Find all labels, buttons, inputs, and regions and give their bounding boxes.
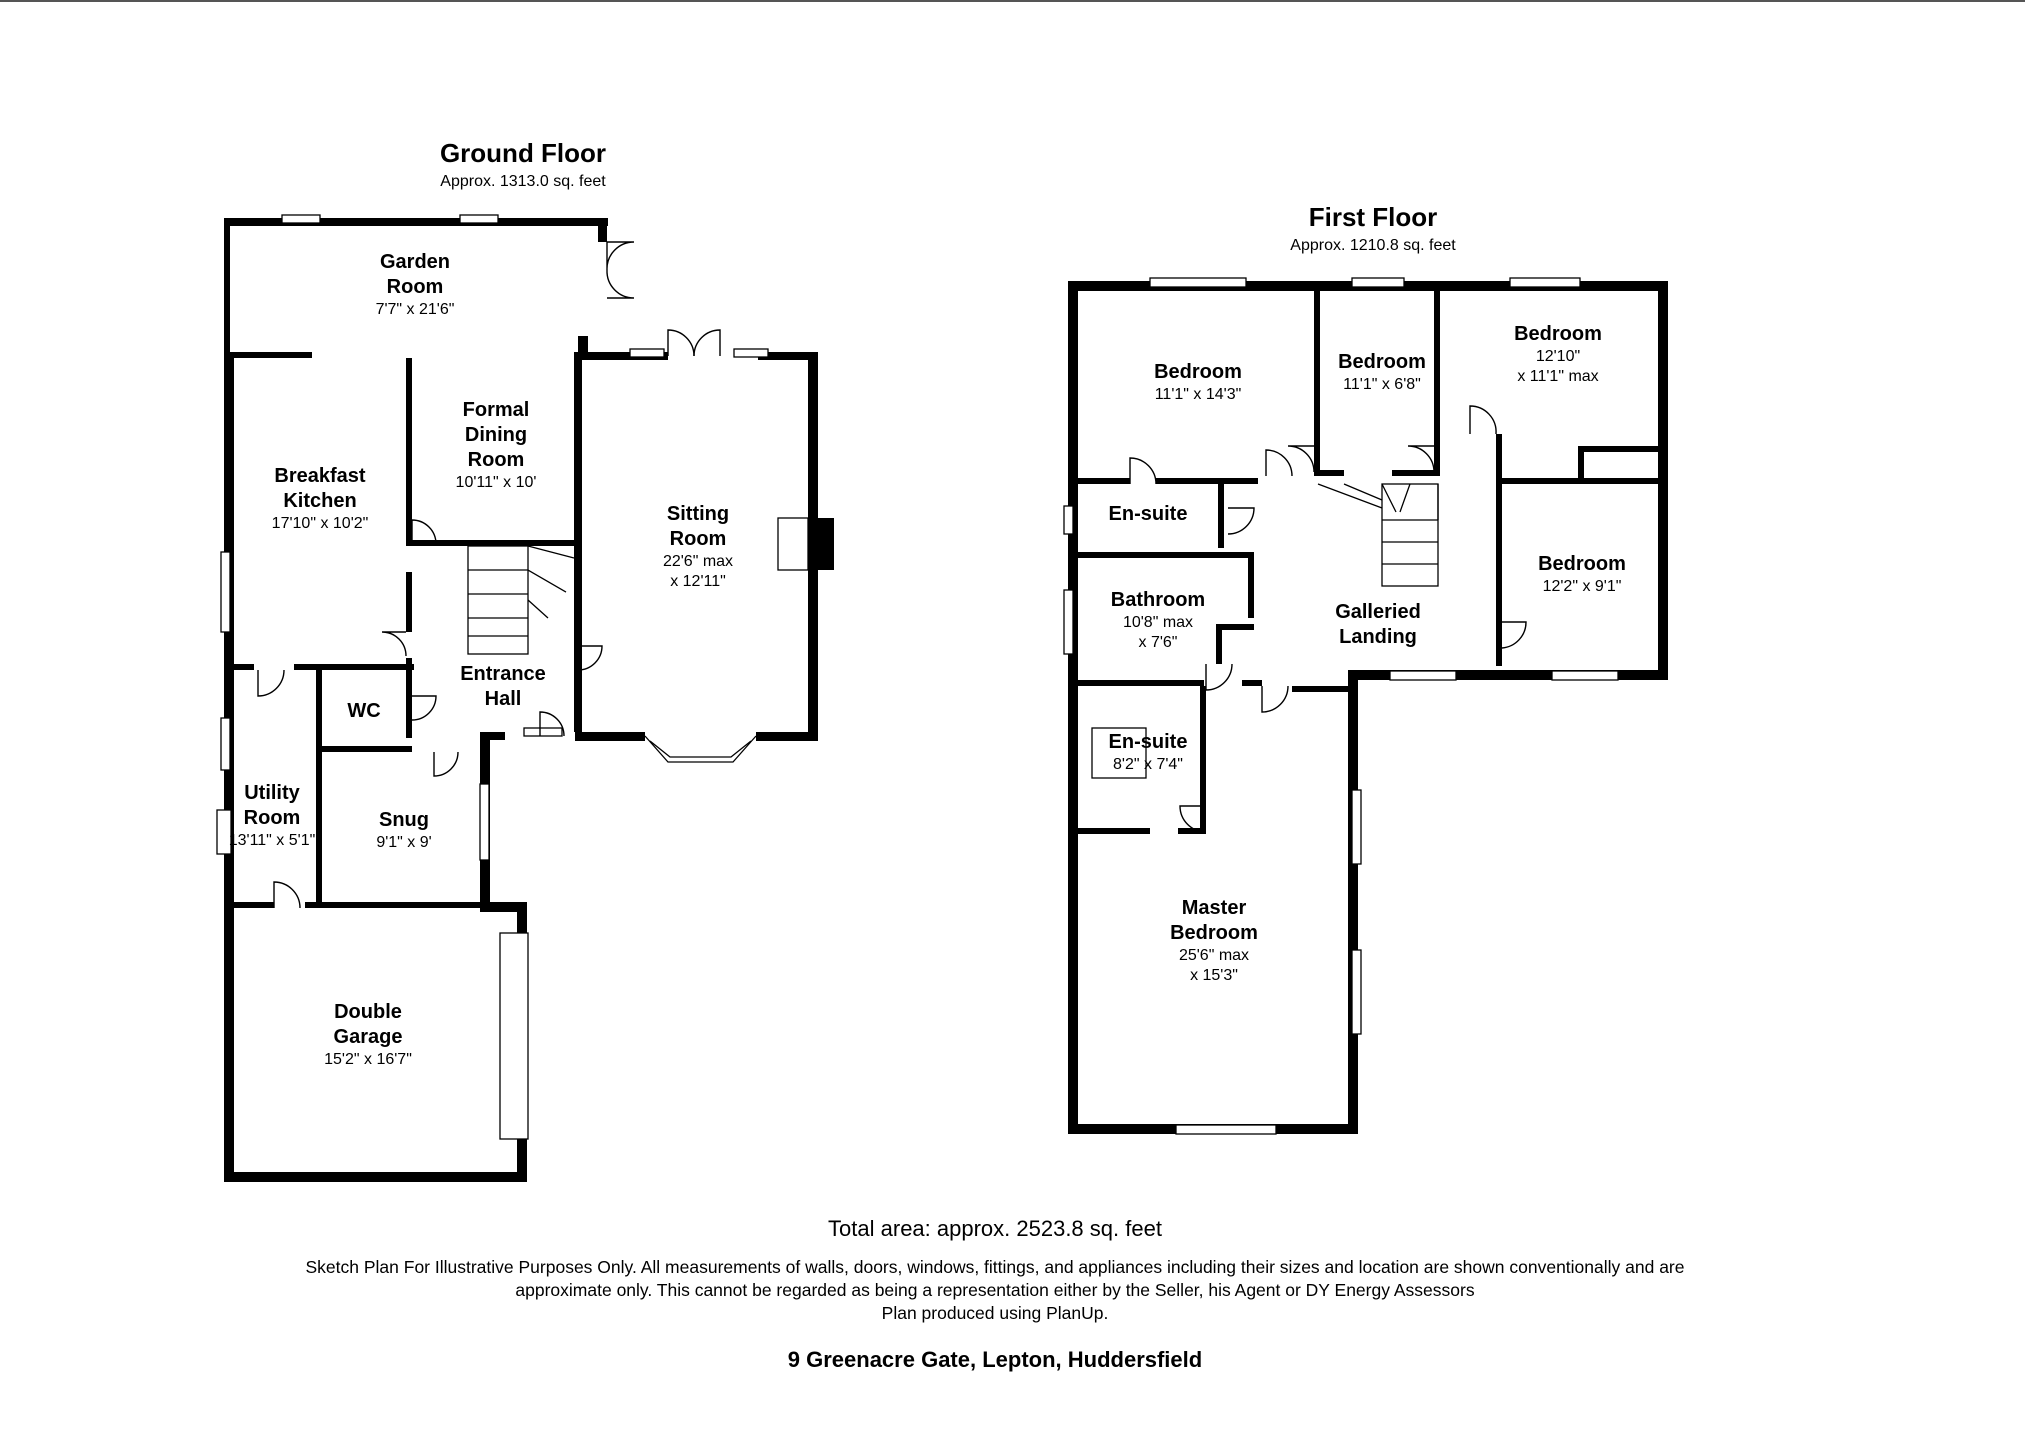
first-floor-staircase [1317,483,1439,587]
ground-floor-walls [224,218,834,1182]
ensuite-a-name-1: En-suite [1109,503,1188,525]
formal-dining-name-1: Formal [463,399,530,421]
bedroom-d-name-1: Bedroom [1538,553,1626,575]
first-floor-walls [1068,281,1668,1134]
ground-floor-doors [257,241,721,909]
first-floor-doors [1129,405,1527,833]
ground-floor-staircase [467,545,575,655]
formal-dining-dimensions-1: 10'11" x 10' [456,474,537,491]
ensuite-shower-tray [1091,727,1147,779]
garden-room-name-1: Garden [380,251,450,273]
sitting-room-dimensions-2: x 12'11" [670,573,726,590]
galleried-landing-name-2: Landing [1339,626,1417,648]
double-garage-name-1: Double [334,1001,402,1023]
first-floor-plan: First Floor Approx. 1210.8 sq. feet [1063,202,1668,1135]
wc-name-1: WC [347,700,380,722]
ground-floor-area: Approx. 1313.0 sq. feet [440,173,606,190]
breakfast-kitchen-name-2: Kitchen [283,490,356,512]
master-bedroom-name-1: Master [1182,897,1247,919]
ground-floor-windows [216,214,769,1140]
disclaimer-line-1: Sketch Plan For Illustrative Purposes On… [305,1257,1685,1277]
bedroom-a-name-1: Bedroom [1154,361,1242,383]
ensuite-b-name-1: En-suite [1109,731,1188,753]
bedroom-c-dimensions-2: x 11'1" max [1517,368,1598,385]
sitting-room-dimensions-1: 22'6" max [663,553,733,570]
formal-dining-name-3: Room [468,449,525,471]
bathroom-dimensions-2: x 7'6" [1139,634,1178,651]
master-bedroom-dimensions-1: 25'6" max [1179,947,1249,964]
property-address: 9 Greenacre Gate, Lepton, Huddersfield [787,1347,1203,1372]
double-garage-dimensions-1: 15'2" x 16'7" [324,1051,412,1068]
entrance-hall-name-2: Hall [485,688,522,710]
sitting-room-name-1: Sitting [667,503,729,525]
bathroom-dimensions-1: 10'8" max [1123,614,1193,631]
utility-room-name-2: Room [244,807,301,829]
master-bedroom-dimensions-2: x 15'3" [1190,967,1238,984]
bedroom-b-name-1: Bedroom [1338,351,1426,373]
bedroom-c-dimensions-1: 12'10" [1536,348,1580,365]
sitting-room-name-2: Room [670,528,727,550]
master-bedroom-name-2: Bedroom [1170,922,1258,944]
breakfast-kitchen-name-1: Breakfast [274,465,366,487]
garden-room-name-2: Room [387,276,444,298]
bedroom-a-dimensions-1: 11'1" x 14'3" [1155,386,1242,403]
snug-dimensions-1: 9'1" x 9' [376,834,431,851]
utility-room-dimensions-1: 13'11" x 5'1" [229,832,316,849]
utility-room-name-1: Utility [244,782,300,804]
bathroom-name-1: Bathroom [1111,589,1205,611]
sitting-room-chimney [777,517,809,571]
ground-floor-title: Ground Floor [440,138,606,168]
double-garage-name-2: Garage [334,1026,403,1048]
bedroom-c-name-1: Bedroom [1514,323,1602,345]
total-area: Total area: approx. 2523.8 sq. feet [828,1216,1162,1241]
garden-room-dimensions-1: 7'7" x 21'6" [376,301,455,318]
disclaimer-line-3: Plan produced using PlanUp. [881,1303,1109,1323]
ground-floor-plan: Ground Floor Approx. 1313.0 sq. feet [216,138,834,1182]
bedroom-b-dimensions-1: 11'1" x 6'8" [1343,376,1421,393]
sitting-room-bay-window [644,735,757,763]
entrance-hall-name-1: Entrance [460,663,546,685]
snug-name-1: Snug [379,809,429,831]
first-floor-windows [1063,277,1619,1135]
galleried-landing-name-1: Galleried [1335,601,1421,623]
first-floor-area: Approx. 1210.8 sq. feet [1290,237,1456,254]
top-border-line [0,0,2025,2]
first-floor-title: First Floor [1309,202,1438,232]
bedroom-d-dimensions-1: 12'2" x 9'1" [1543,578,1622,595]
first-floor-internal-walls [1078,291,1658,834]
disclaimer-line-2: approximate only. This cannot be regarde… [515,1280,1475,1300]
ground-floor-internal-walls [224,352,582,908]
breakfast-kitchen-dimensions-1: 17'10" x 10'2" [272,515,369,532]
ensuite-b-dimensions-1: 8'2" x 7'4" [1113,756,1183,773]
formal-dining-name-2: Dining [465,424,527,446]
